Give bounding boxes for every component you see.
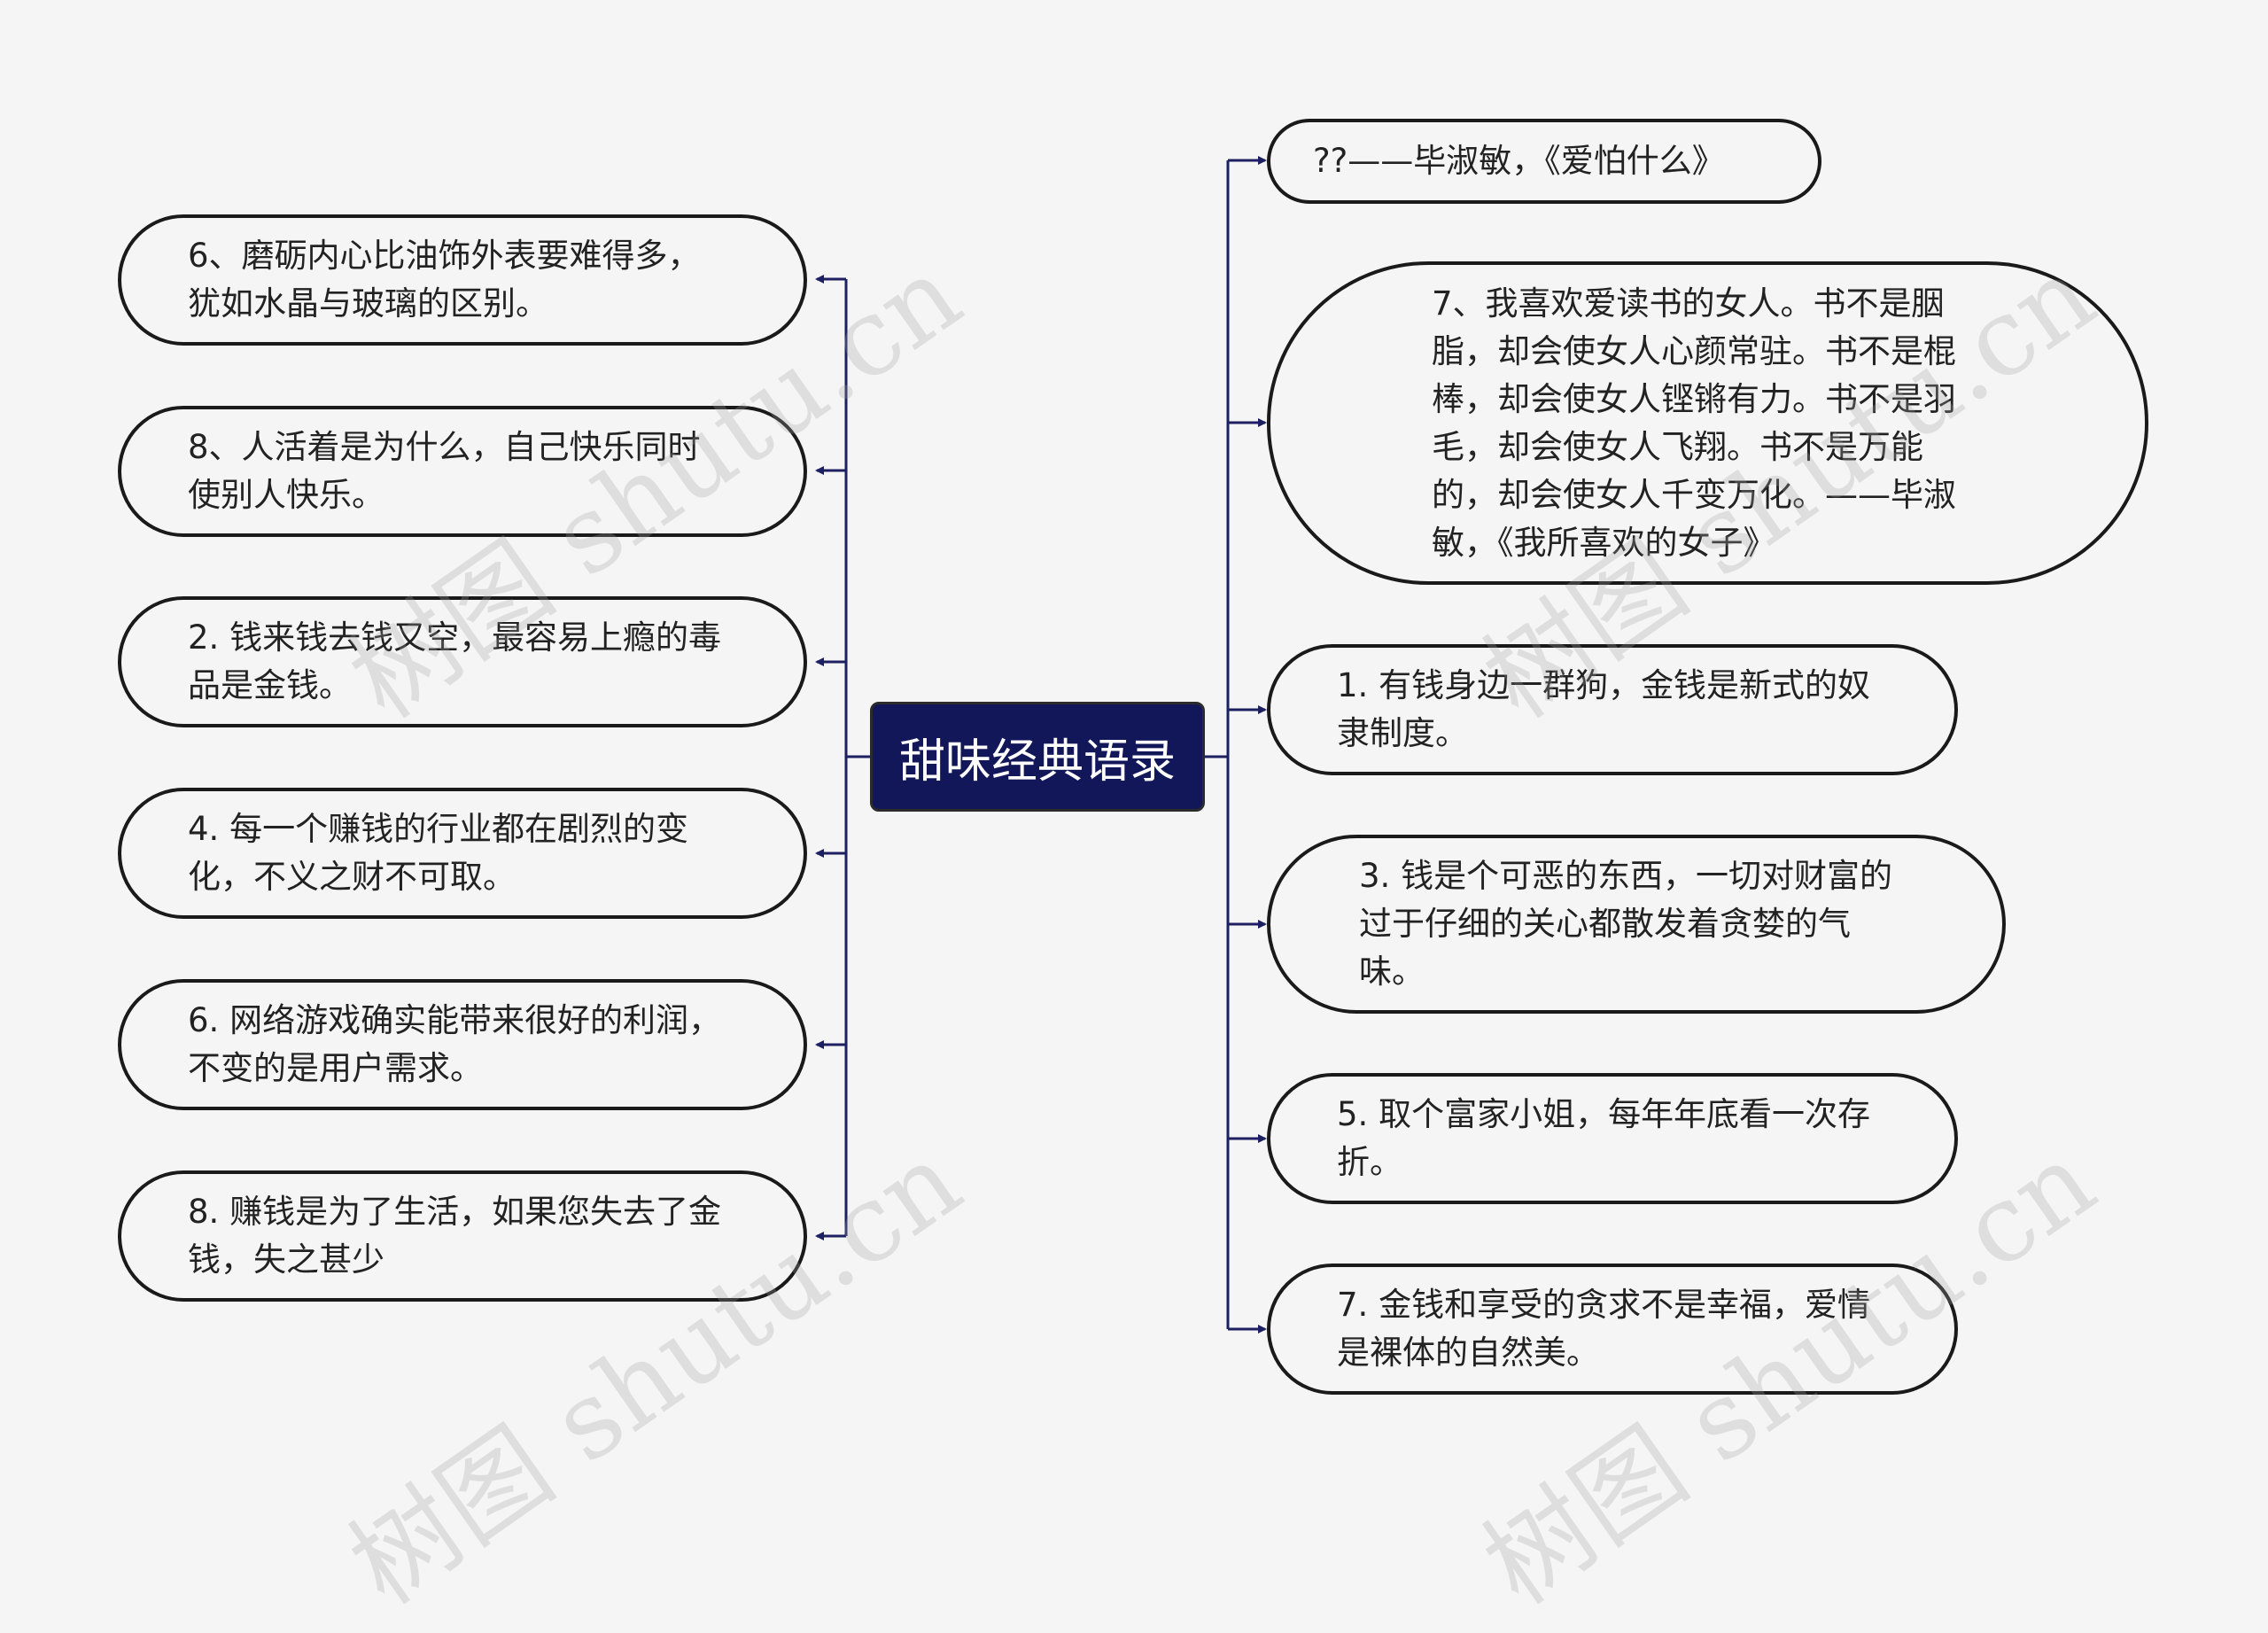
left-node-2[interactable]: 8、人活着是为什么，自己快乐同时使别人快乐。	[118, 406, 807, 537]
left-node-6[interactable]: 8. 赚钱是为了生活，如果您失去了金钱，失之甚少	[118, 1170, 807, 1302]
left-node-3-text: 2. 钱来钱去钱又空，最容易上瘾的毒品是金钱。	[188, 618, 722, 704]
right-node-2-text: 7、我喜欢爱读书的女人。书不是胭脂，却会使女人心颜常驻。书不是棍棒，却会使女人铿…	[1432, 284, 1956, 562]
left-node-6-text: 8. 赚钱是为了生活，如果您失去了金钱，失之甚少	[188, 1193, 722, 1279]
central-topic-label: 甜味经典语录	[898, 735, 1176, 789]
left-node-1-text: 6、磨砺内心比油饰外表要难得多，犹如水晶与玻璃的区别。	[188, 237, 701, 323]
left-node-5[interactable]: 6. 网络游戏确实能带来很好的利润，不变的是用户需求。	[118, 979, 807, 1110]
left-node-2-text: 8、人活着是为什么，自己快乐同时使别人快乐。	[188, 428, 701, 514]
connector-lines	[815, 156, 1267, 1334]
left-connectors	[815, 275, 870, 1240]
right-node-6[interactable]: 7. 金钱和享受的贪求不是幸福，爱情是裸体的自然美。	[1267, 1264, 1958, 1395]
right-connectors	[1205, 156, 1267, 1334]
right-node-4-text: 3. 钱是个可恶的东西，一切对财富的过于仔细的关心都散发着贪婪的气味。	[1359, 857, 1893, 991]
central-topic[interactable]: 甜味经典语录	[870, 702, 1205, 812]
right-node-6-text: 7. 金钱和享受的贪求不是幸福，爱情是裸体的自然美。	[1337, 1286, 1871, 1372]
left-node-4[interactable]: 4. 每一个赚钱的行业都在剧烈的变化，不义之财不可取。	[118, 788, 807, 919]
left-node-3[interactable]: 2. 钱来钱去钱又空，最容易上瘾的毒品是金钱。	[118, 596, 807, 727]
left-node-4-text: 4. 每一个赚钱的行业都在剧烈的变化，不义之财不可取。	[188, 810, 689, 896]
right-node-3-text: 1. 有钱身边一群狗，金钱是新式的奴隶制度。	[1337, 666, 1871, 752]
left-node-5-text: 6. 网络游戏确实能带来很好的利润，不变的是用户需求。	[188, 1001, 722, 1087]
right-node-3[interactable]: 1. 有钱身边一群狗，金钱是新式的奴隶制度。	[1267, 644, 1958, 775]
right-node-5[interactable]: 5. 取个富家小姐，每年年底看一次存折。	[1267, 1073, 1958, 1204]
right-node-4[interactable]: 3. 钱是个可恶的东西，一切对财富的过于仔细的关心都散发着贪婪的气味。	[1267, 835, 2006, 1014]
left-node-1[interactable]: 6、磨砺内心比油饰外表要难得多，犹如水晶与玻璃的区别。	[118, 214, 807, 346]
right-node-2[interactable]: 7、我喜欢爱读书的女人。书不是胭脂，却会使女人心颜常驻。书不是棍棒，却会使女人铿…	[1267, 261, 2148, 585]
right-node-1[interactable]: ??——毕淑敏，《爱怕什么》	[1267, 119, 1821, 204]
right-node-5-text: 5. 取个富家小姐，每年年底看一次存折。	[1337, 1095, 1871, 1181]
right-node-1-text: ??——毕淑敏，《爱怕什么》	[1313, 142, 1725, 180]
